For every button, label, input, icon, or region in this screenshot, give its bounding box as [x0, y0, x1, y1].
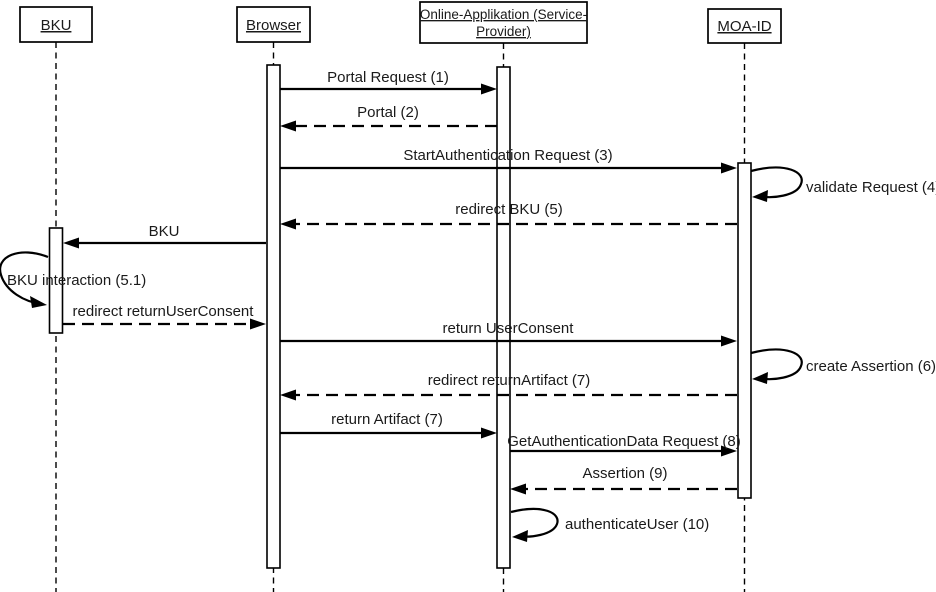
arrowhead-left-icon	[752, 372, 768, 384]
actor-box-moa-id	[707, 8, 782, 44]
message-create-assertion: create Assertion (6)	[750, 348, 936, 384]
activation-bar-moa-id	[737, 162, 752, 499]
arrowhead-left-icon	[280, 218, 296, 230]
message-label: create Assertion (6)	[806, 358, 936, 375]
actor-moa-id: MOA-ID	[707, 8, 782, 44]
actor-label-bku: BKU	[41, 17, 72, 34]
message-get-authentication-data: GetAuthenticationData Request (8)	[507, 433, 741, 457]
message-label: redirect BKU (5)	[455, 201, 563, 218]
message-label: authenticateUser (10)	[565, 516, 709, 533]
message-redirect-return-artifact: redirect returnArtifact (7)	[280, 372, 737, 401]
message-label: BKU	[149, 223, 180, 240]
message-start-authentication: StartAuthentication Request (3)	[280, 147, 737, 174]
activation-bars	[48, 64, 752, 569]
message-portal-return: Portal (2)	[280, 104, 497, 132]
arrowhead-left-icon	[63, 237, 79, 249]
actor-box-browser	[236, 6, 311, 43]
message-authenticate-user: authenticateUser (10)	[510, 507, 709, 542]
arrowhead-left-icon	[510, 483, 526, 495]
arrowhead-right-icon	[250, 318, 266, 330]
message-return-artifact: return Artifact (7)	[280, 411, 497, 439]
actor-bku: BKU	[19, 6, 93, 43]
message-redirect-return-user-consent: redirect returnUserConsent	[63, 303, 266, 330]
arrowhead-right-icon	[30, 296, 47, 308]
actor-label-online-app-line1: Online-Applikation (Service-	[420, 7, 587, 22]
actor-online-app: Online-Applikation (Service- Provider)	[419, 1, 588, 44]
message-label: redirect returnUserConsent	[73, 303, 255, 320]
message-return-user-consent: return UserConsent	[280, 320, 737, 347]
actor-label-browser: Browser	[246, 17, 301, 34]
message-validate-request: validate Request (4)	[750, 166, 936, 202]
message-label: redirect returnArtifact (7)	[428, 372, 591, 389]
actor-label-online-app-line2: Provider)	[476, 24, 531, 39]
arrowhead-right-icon	[481, 427, 497, 439]
message-bku: BKU	[63, 223, 266, 249]
arrowhead-right-icon	[481, 83, 497, 95]
message-label: return UserConsent	[443, 320, 575, 337]
message-portal-request: Portal Request (1)	[280, 69, 497, 95]
self-loop-arc	[750, 166, 803, 199]
arrowhead-right-icon	[721, 335, 737, 347]
activation-bar-browser	[266, 64, 281, 569]
self-loop-arc	[510, 507, 559, 538]
message-label: Assertion (9)	[582, 465, 667, 482]
arrowhead-left-icon	[512, 530, 528, 542]
self-loop-arc	[0, 251, 49, 306]
message-label: return Artifact (7)	[331, 411, 443, 428]
arrowhead-left-icon	[752, 190, 768, 202]
activation-bar-bku	[48, 227, 64, 334]
actor-box-online-app	[419, 1, 588, 44]
arrowhead-left-icon	[280, 120, 296, 132]
message-redirect-bku: redirect BKU (5)	[280, 201, 737, 230]
message-label: BKU interaction (5.1)	[7, 272, 146, 289]
arrowhead-right-icon	[721, 445, 737, 457]
self-loop-arc	[750, 348, 803, 381]
message-label: GetAuthenticationData Request (8)	[507, 433, 740, 450]
activation-bar-online-app	[496, 66, 511, 569]
actor-box-bku	[19, 6, 93, 43]
message-bku-interaction: BKU interaction (5.1)	[0, 251, 146, 308]
actor-label-moa-id: MOA-ID	[717, 18, 771, 35]
message-label: Portal (2)	[357, 104, 419, 121]
arrowhead-left-icon	[280, 389, 296, 401]
message-label: validate Request (4)	[806, 179, 936, 196]
arrowhead-right-icon	[721, 162, 737, 174]
message-label: StartAuthentication Request (3)	[403, 147, 612, 164]
message-label: Portal Request (1)	[327, 69, 449, 86]
actor-browser: Browser	[236, 6, 311, 43]
message-assertion: Assertion (9)	[510, 465, 737, 495]
